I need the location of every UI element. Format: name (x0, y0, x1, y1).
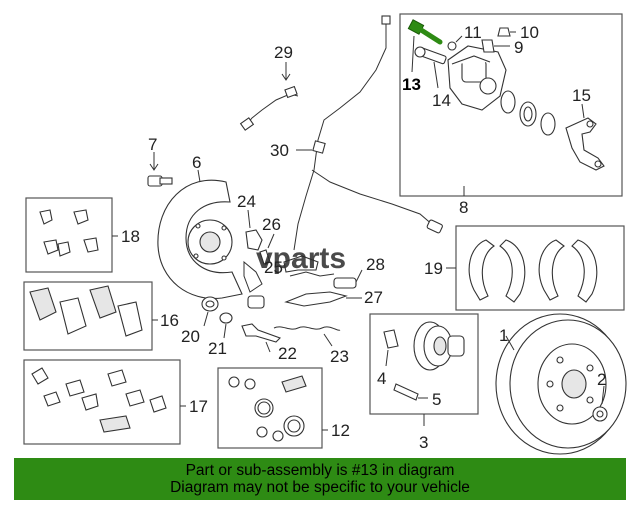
label-14: 14 (432, 91, 451, 110)
label-25: 25 (264, 258, 283, 277)
label-28: 28 (366, 255, 385, 274)
label-30: 30 (270, 141, 289, 160)
part-14-guide-pin[interactable] (414, 46, 447, 65)
label-15: 15 (572, 86, 591, 105)
label-18: 18 (121, 227, 140, 246)
label-13: 13 (402, 75, 421, 94)
part-12-seal-kit[interactable] (228, 375, 328, 442)
label-1: 1 (499, 326, 508, 345)
part-4-nut[interactable] (383, 329, 399, 349)
caliper-group (407, 19, 605, 196)
part-16-brake-pads[interactable] (29, 285, 158, 337)
label-3: 3 (419, 433, 428, 452)
label-11: 11 (464, 23, 482, 42)
label-9: 9 (514, 38, 523, 57)
part-5-stud[interactable] (393, 383, 419, 401)
part-seal-a (500, 90, 516, 114)
part-7-bolt[interactable] (147, 152, 173, 187)
part-15-caliper-bracket[interactable] (565, 117, 605, 171)
part-21-washer[interactable] (219, 312, 233, 324)
label-2: 2 (597, 370, 606, 389)
part-24-lever[interactable] (245, 229, 263, 251)
label-7: 7 (148, 135, 157, 154)
banner-line-1: Part or sub-assembly is #13 in diagram (185, 462, 455, 479)
label-19: 19 (424, 259, 443, 278)
part-9-bleeder[interactable] (481, 39, 495, 53)
label-20: 20 (181, 327, 200, 346)
label-8: 8 (459, 198, 468, 217)
label-22: 22 (278, 344, 297, 363)
part-info-banner: Part or sub-assembly is #13 in diagram D… (14, 458, 626, 500)
part-19-brake-shoes[interactable] (446, 239, 598, 303)
label-5: 5 (432, 390, 441, 409)
label-6: 6 (192, 153, 201, 172)
parking-brake-hardware (201, 209, 363, 353)
part-6-dust-shield[interactable] (157, 169, 243, 300)
part-17-pad-hardware[interactable] (31, 367, 186, 433)
part-27-spring-plate[interactable] (284, 291, 348, 307)
banner-line-2: Diagram may not be specific to your vehi… (170, 479, 470, 496)
label-10: 10 (520, 23, 539, 42)
label-12: 12 (331, 421, 350, 440)
label-27: 27 (364, 288, 383, 307)
part-18-pad-clips[interactable] (39, 209, 118, 257)
part-3-hub-assembly[interactable] (383, 321, 465, 426)
label-26: 26 (262, 215, 281, 234)
watermark: vparts (256, 242, 346, 275)
label-23: 23 (330, 347, 349, 366)
part-30-abs-sensor-wire[interactable] (293, 15, 443, 251)
label-4: 4 (377, 369, 386, 388)
part-1-brake-rotor[interactable] (495, 313, 627, 455)
label-21: 21 (208, 339, 227, 358)
label-24: 24 (237, 192, 256, 211)
part-26-pin[interactable] (259, 249, 271, 265)
part-22-rod[interactable] (241, 323, 281, 343)
part-23-spring[interactable] (273, 326, 341, 331)
part-seal-b (540, 112, 556, 136)
part-adjuster (247, 295, 265, 309)
label-17: 17 (189, 397, 208, 416)
part-25-strut[interactable] (243, 260, 263, 293)
part-28-adjuster[interactable] (333, 277, 357, 289)
part-10-cap[interactable] (497, 27, 511, 37)
part-2-nut[interactable] (592, 385, 608, 422)
part-caliper-body (447, 45, 507, 111)
box-18 (25, 197, 113, 273)
label-16: 16 (160, 311, 179, 330)
part-29-brake-hose[interactable] (239, 62, 299, 131)
part-13-bolt[interactable] (407, 19, 443, 45)
part-11-washer[interactable] (447, 41, 457, 51)
label-29: 29 (274, 43, 293, 62)
